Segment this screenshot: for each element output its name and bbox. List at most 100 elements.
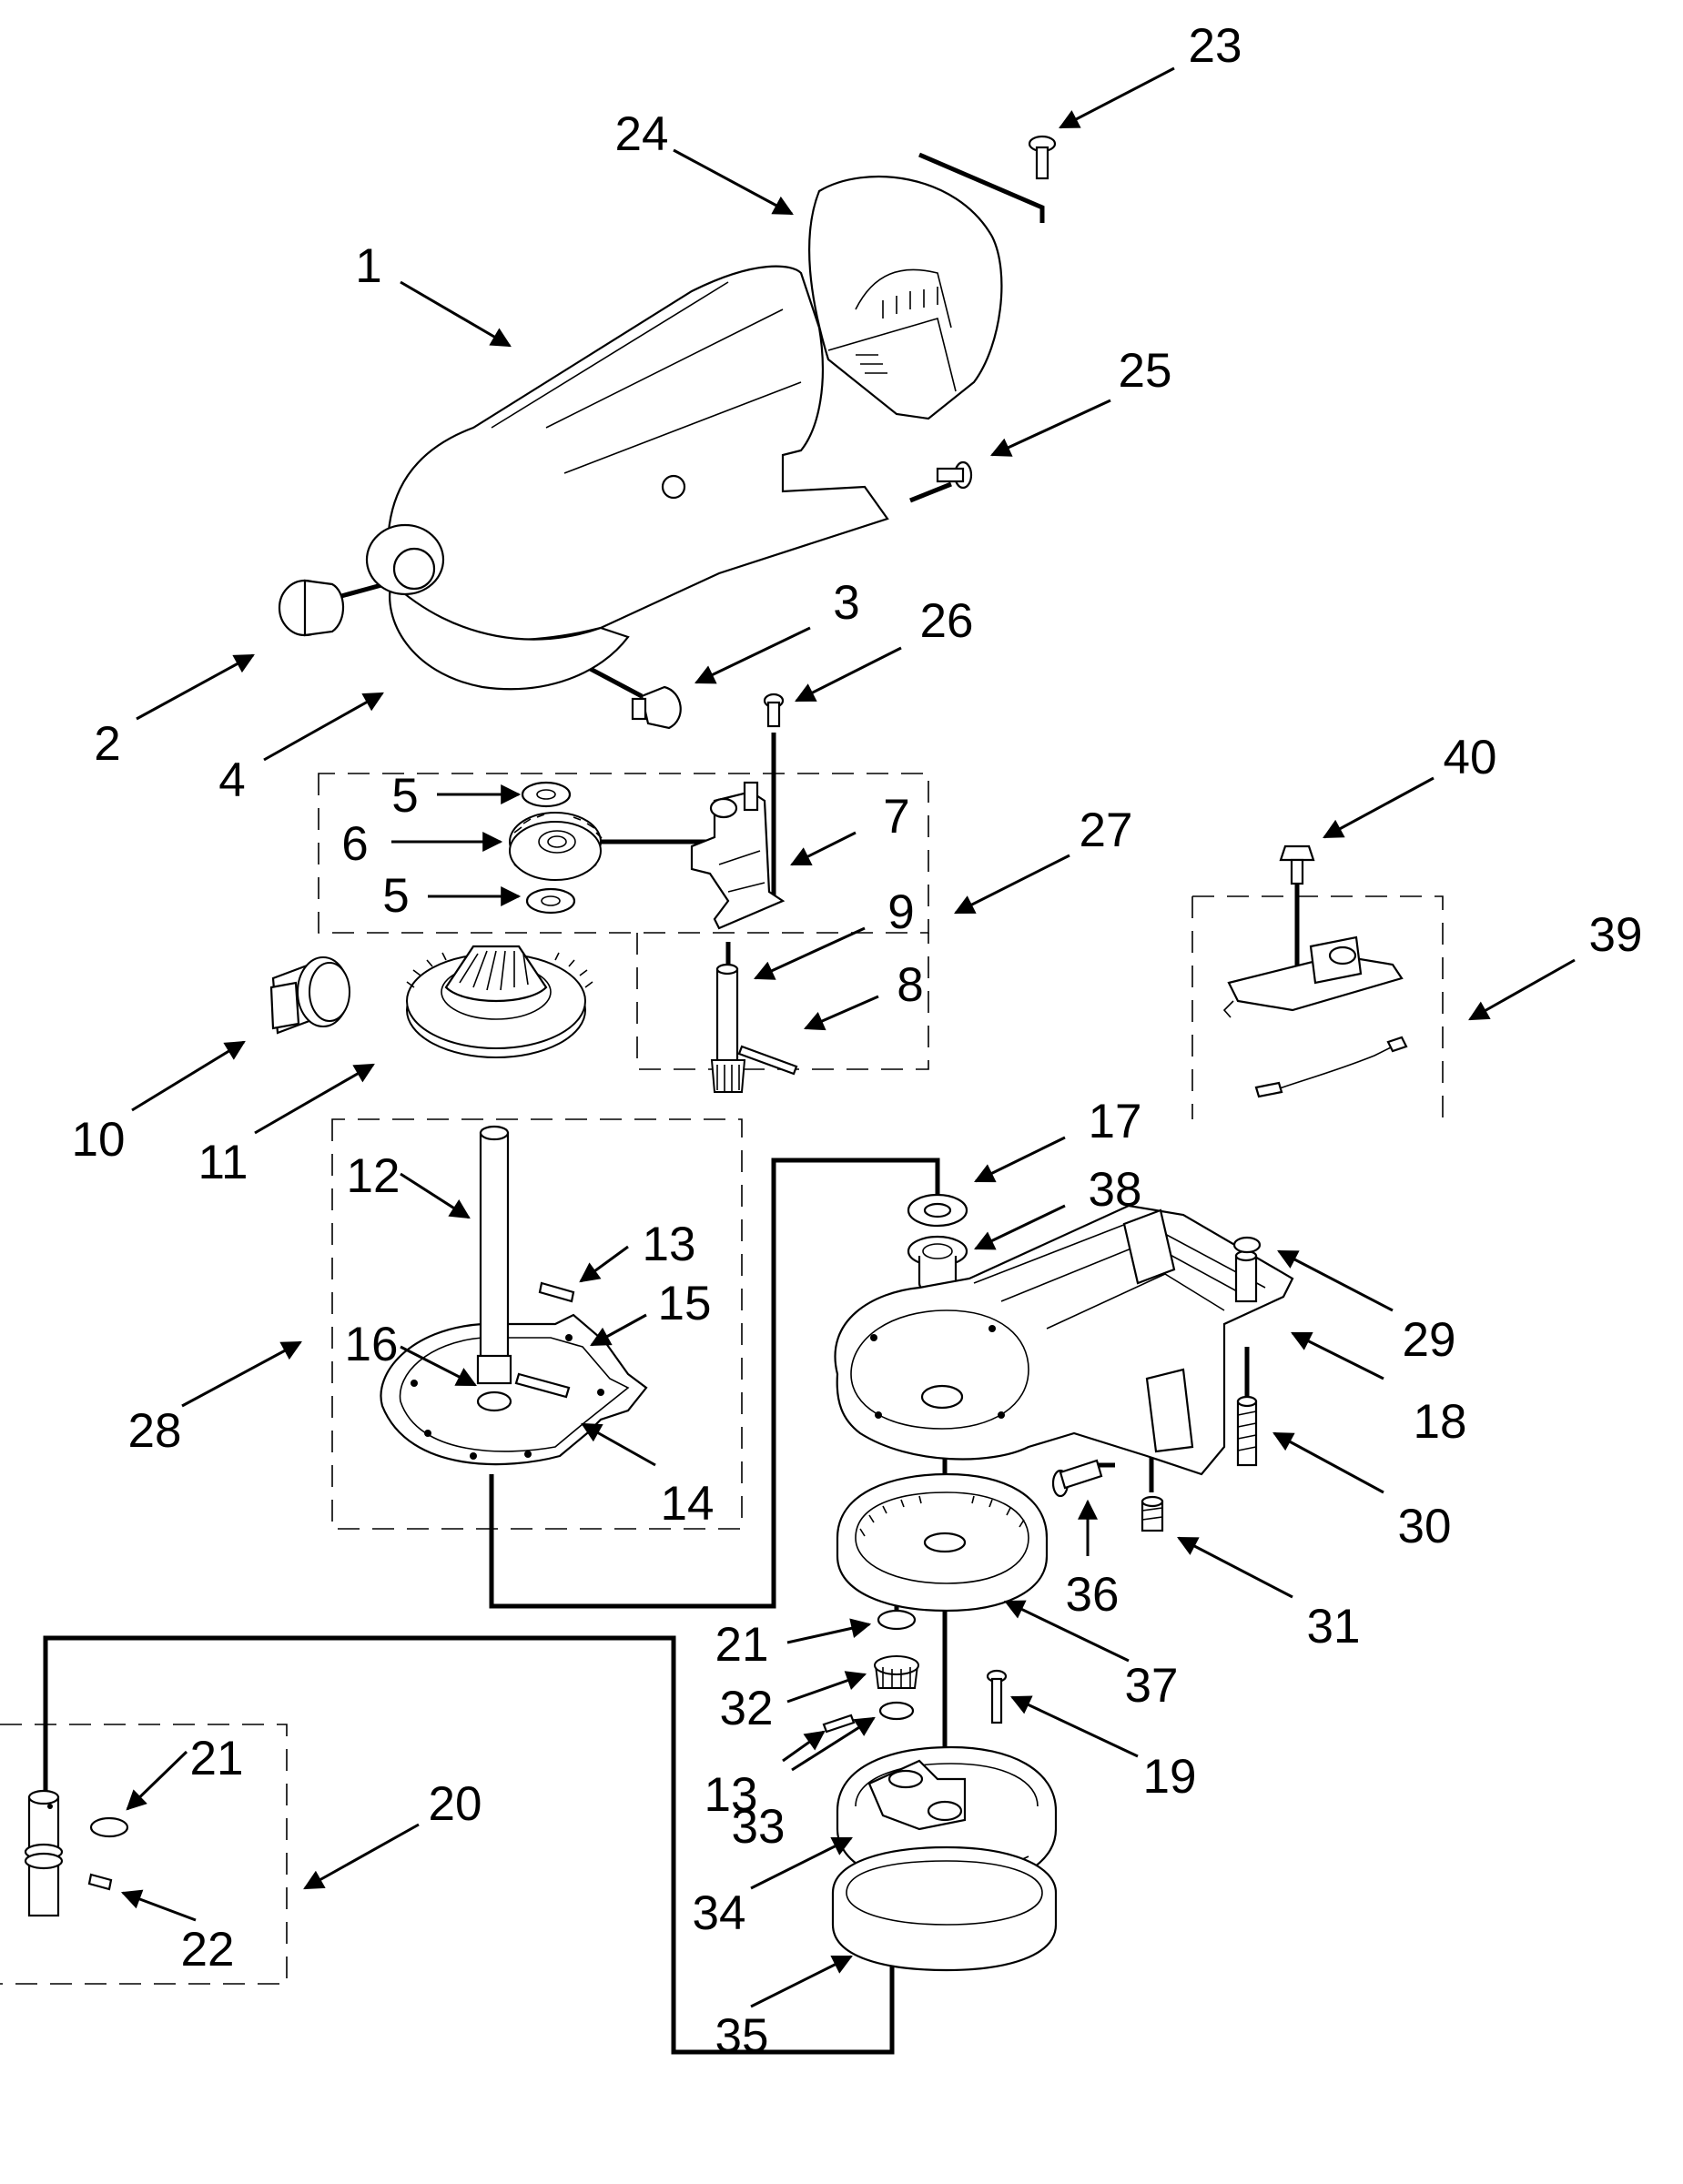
arrow-21-left [126,1750,188,1811]
callout-7: 7 [883,790,909,844]
arrow-20 [303,1823,420,1890]
arrow-27 [954,854,1070,915]
gasket-15 [380,1313,648,1466]
callout-23: 23 [1189,19,1242,73]
callout-10: 10 [72,1113,126,1167]
callout-39: 39 [1589,908,1643,962]
screw-19 [986,1669,1008,1724]
callout-30: 30 [1398,1500,1452,1553]
screw-36 [1051,1459,1103,1498]
arrow-38 [974,1204,1066,1250]
pin-13-lower [822,1714,856,1734]
arrow-24 [673,148,794,216]
lead-20-35 [43,1635,895,2055]
arrow-28 [181,1340,302,1408]
arrow-14 [581,1422,656,1467]
callout-34: 34 [693,1886,746,1940]
callout-8: 8 [897,958,923,1012]
gear-case-18 [834,1204,1294,1476]
callout-3: 3 [833,576,859,630]
callout-13-upper: 13 [643,1218,696,1271]
parts [24,135,1408,1972]
callout-22: 22 [181,1923,235,1977]
arrow-7 [790,831,857,866]
screw-40 [1279,844,1315,885]
callout-5-bottom: 5 [382,869,409,923]
callout-12: 12 [347,1149,400,1203]
callout-31: 31 [1307,1600,1361,1653]
set-screw-31 [1141,1495,1164,1532]
washer-5-top [521,781,572,808]
pinion-gear-32 [874,1655,919,1689]
arrow-11 [254,1063,375,1135]
screw-26 [763,693,785,728]
callout-arrows [120,66,1576,2008]
callout-9: 9 [887,885,914,939]
washer-5-bottom [525,887,576,915]
callout-17: 17 [1089,1095,1142,1148]
arrow-9 [754,926,866,980]
arrow-39 [1468,958,1576,1021]
callout-32: 32 [720,1682,774,1735]
bolt-30 [1236,1395,1258,1467]
arrow-40 [1323,776,1435,839]
arrow-22 [120,1889,197,1922]
washer-33 [878,1701,915,1721]
shaft-12 [476,1125,512,1385]
arrow-8 [803,995,879,1031]
screw-23 [1028,135,1057,180]
arrow-12 [400,1172,471,1219]
bevel-gear-11 [406,945,593,1058]
callout-6: 6 [341,817,368,871]
retaining-ring-21-left [89,1816,129,1838]
arrow-16 [400,1345,477,1387]
group-39-outline [1191,895,1444,1119]
callout-15: 15 [658,1277,712,1330]
arrow-17 [974,1136,1066,1183]
callout-4: 4 [218,753,245,807]
arrow-34 [750,1836,853,1890]
callout-16: 16 [345,1318,399,1371]
knob-2 [278,579,345,637]
callout-40: 40 [1444,731,1497,784]
switch-39 [1222,935,1408,1098]
pin-13-upper [538,1281,575,1303]
arrow-13-upper [579,1245,629,1283]
arrow-26 [795,646,902,703]
trim-band-35 [831,1845,1058,1972]
retaining-ring-21 [877,1609,917,1631]
callout-35: 35 [715,2009,769,2063]
clip-29 [1232,1236,1262,1254]
callout-18: 18 [1414,1395,1467,1449]
arrow-29 [1277,1249,1394,1312]
arrow-21 [786,1618,872,1644]
worm-gear-6 [509,812,603,881]
callout-21: 21 [715,1618,769,1672]
callout-25: 25 [1119,344,1172,398]
group-20-outline [0,1724,288,1985]
arrow-33 [791,1716,876,1772]
callout-26: 26 [920,594,974,648]
lead-23-24 [918,152,1045,223]
shaft-9 [710,963,746,1093]
rear-cover [808,176,1003,420]
lead-12-17 [489,1158,940,1609]
group-28-outline [331,1118,743,1530]
arrow-15 [590,1313,647,1347]
callout-27: 27 [1080,804,1133,857]
callout-37: 37 [1125,1659,1179,1713]
callout-13-lower: 13 [705,1768,758,1822]
o-ring-16 [476,1390,512,1412]
hub-10 [269,956,350,1035]
arrow-19 [1010,1695,1139,1758]
arrow-1 [400,280,512,348]
arrow-25 [990,399,1111,457]
callout-24: 24 [615,107,669,161]
lead-25 [909,481,952,503]
callout-11: 11 [198,1136,248,1189]
callout-36: 36 [1066,1568,1120,1622]
arrow-10 [131,1040,246,1112]
callout-21-left: 21 [190,1732,244,1785]
callout-2: 2 [94,717,120,771]
callout-33: 33 [732,1800,786,1854]
